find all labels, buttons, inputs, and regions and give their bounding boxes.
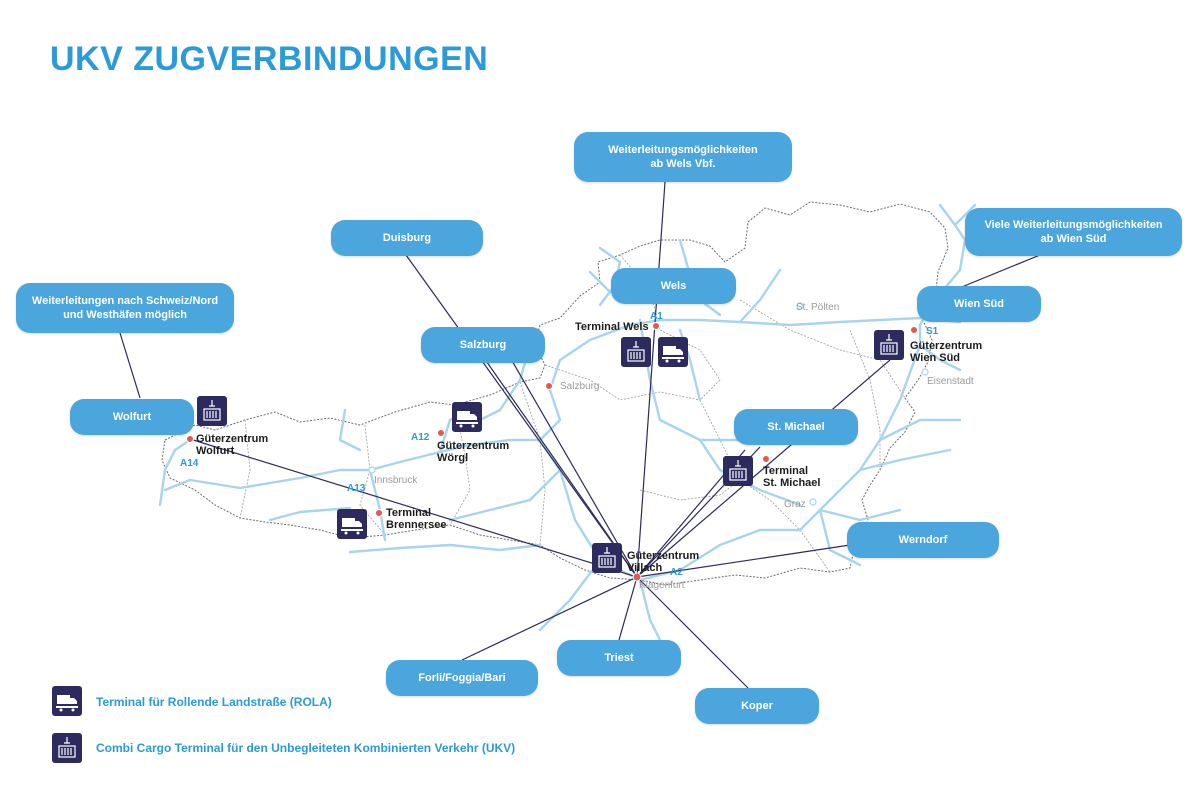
road-label-a2: A2 <box>670 567 683 578</box>
city-label-st-poelten: St. Pölten <box>796 302 840 313</box>
page-title: UKV ZUGVERBINDUNGEN <box>50 40 489 78</box>
destination-st-michael[interactable]: St. Michael <box>734 409 858 445</box>
city-label-graz: Graz <box>784 499 806 510</box>
destination-wels[interactable]: Wels <box>611 268 736 304</box>
terminal-label-wels: Terminal Wels <box>575 321 649 333</box>
destination-wels-vbf[interactable]: Weiterleitungsmöglichkeiten ab Wels Vbf. <box>574 132 792 182</box>
terminal-label-villach: Güterzentrum Villach <box>627 550 700 574</box>
container-crane-icon <box>592 543 622 573</box>
city-label-innsbruck: Innsbruck <box>374 475 418 486</box>
container-crane-icon <box>874 330 904 360</box>
city-label-salzburg: Salzburg <box>560 381 600 392</box>
road-label-a12: A12 <box>411 432 430 443</box>
truck-on-rail-icon <box>52 686 82 716</box>
austria-outline <box>161 201 949 586</box>
container-crane-icon <box>621 337 651 367</box>
destination-wien-sued[interactable]: Wien Süd <box>917 286 1041 322</box>
terminal-label-wolfurt: Güterzentrum Wolfurt <box>196 433 269 457</box>
terminal-label-woergl: Güterzentrum Wörgl <box>437 440 510 464</box>
truck-on-rail-icon <box>452 402 482 432</box>
destination-koper[interactable]: Koper <box>695 688 819 724</box>
destination-schweiz[interactable]: Weiterleitungen nach Schweiz/Nord und We… <box>16 283 234 333</box>
city-label-klagenfurt: Klagenfurt <box>639 580 685 591</box>
road-label-a13: A13 <box>347 483 366 494</box>
destination-triest[interactable]: Triest <box>557 640 681 676</box>
legend-rola: Terminal für Rollende Landstraße (ROLA) <box>96 695 332 709</box>
city-label-eisenstadt: Eisenstadt <box>927 376 974 387</box>
road-label-s1: S1 <box>926 326 939 337</box>
destination-forli[interactable]: Forli/Foggia/Bari <box>386 660 538 696</box>
truck-on-rail-icon <box>658 337 688 367</box>
terminal-label-wien: Güterzentrum Wien Süd <box>910 340 983 364</box>
destination-duisburg[interactable]: Duisburg <box>331 220 483 256</box>
container-crane-icon <box>197 396 227 426</box>
container-crane-icon <box>52 733 82 763</box>
legend-ukv: Combi Cargo Terminal für den Unbegleitet… <box>96 741 516 755</box>
destination-wolfurt[interactable]: Wolfurt <box>70 399 194 435</box>
destination-wien-sued-more[interactable]: Viele Weiterleitungsmöglichkeiten ab Wie… <box>965 208 1182 256</box>
road-label-a1: A1 <box>650 311 663 322</box>
road-label-a14: A14 <box>180 458 199 469</box>
destination-werndorf[interactable]: Werndorf <box>847 522 999 558</box>
destination-salzburg[interactable]: Salzburg <box>421 327 545 363</box>
container-crane-icon <box>723 456 753 486</box>
terminal-label-brennersee: Terminal Brennersee <box>386 507 447 531</box>
truck-on-rail-icon <box>337 509 367 539</box>
terminal-label-st-michael: Terminal St. Michael <box>763 465 821 489</box>
